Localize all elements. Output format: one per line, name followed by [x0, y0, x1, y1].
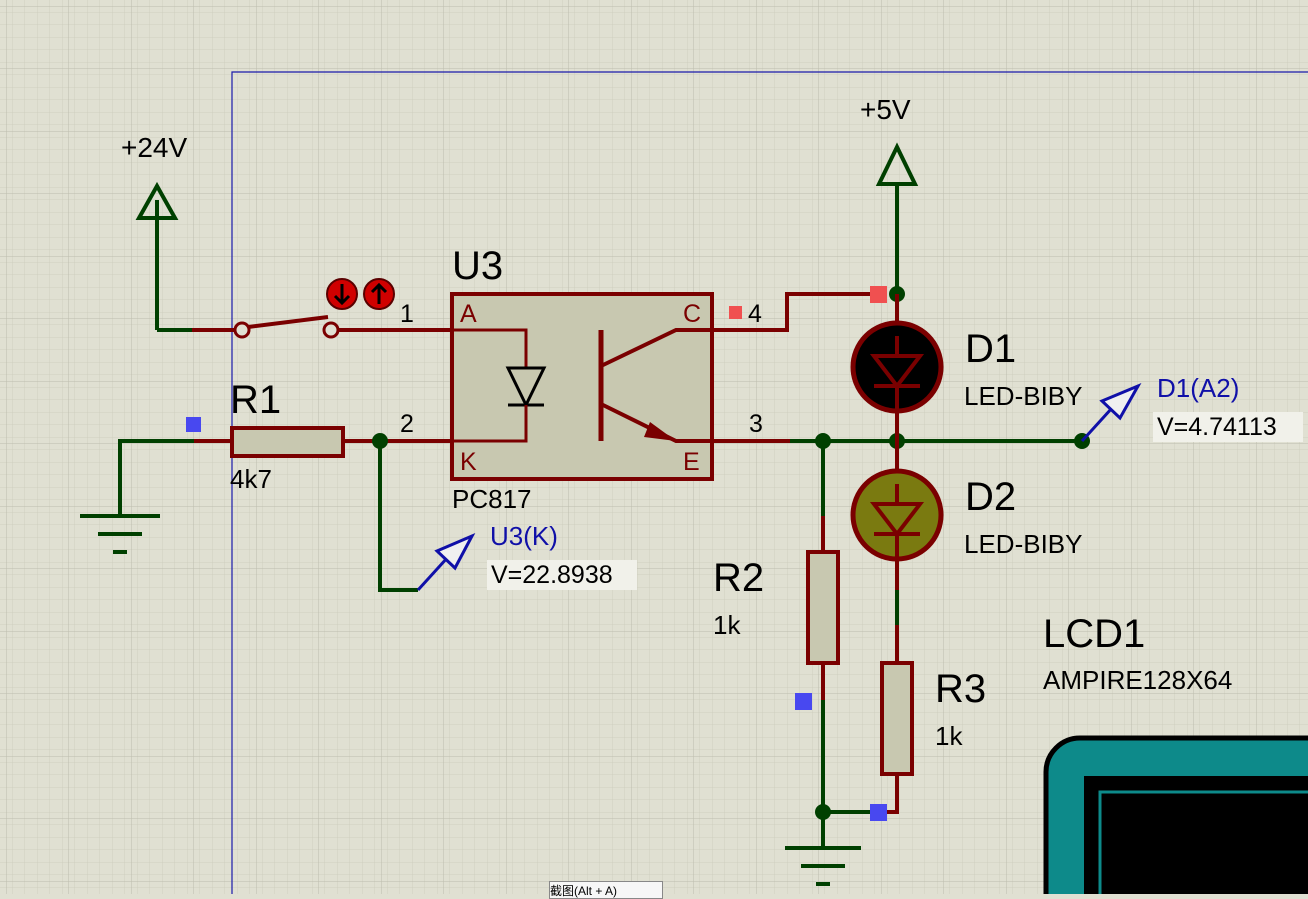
- optocoupler-u3[interactable]: [450, 292, 714, 481]
- u3-pin-e-label: E: [683, 448, 700, 476]
- pin-marker: [870, 804, 887, 821]
- switch-close-button[interactable]: [326, 278, 358, 310]
- probe-u3k-value: V=22.8938: [487, 560, 637, 590]
- lcd1-ref-label: LCD1: [1043, 612, 1146, 656]
- r3-ref-label: R3: [935, 667, 987, 711]
- lcd1-part-label: AMPIRE128X64: [1043, 665, 1233, 695]
- power-terminal-24v[interactable]: [135, 181, 179, 330]
- led-d1[interactable]: [850, 294, 944, 441]
- u3-pin-c-label: C: [683, 300, 702, 328]
- tooltip: 截图(Alt + A): [549, 881, 663, 899]
- resistor-r3[interactable]: [880, 625, 914, 814]
- r1-ref-label: R1: [230, 378, 282, 422]
- ground-left[interactable]: [80, 439, 194, 554]
- sheet-border: [231, 71, 1308, 894]
- resistor-r1[interactable]: [194, 426, 450, 458]
- pin-marker: [186, 417, 201, 432]
- ground-bottom[interactable]: [785, 846, 861, 886]
- d2-ref-label: D2: [965, 475, 1017, 519]
- u3-ref-label: U3: [452, 244, 504, 288]
- u3-part-label: PC817: [452, 484, 532, 514]
- u3-pin3-number: 3: [749, 410, 763, 438]
- pin-marker: [729, 306, 742, 319]
- probe-d1a2-name: D1(A2): [1157, 373, 1240, 403]
- wire-u3-c[interactable]: [712, 292, 872, 332]
- voltage-probe-u3k[interactable]: [416, 532, 476, 592]
- u3-pin1-number: 1: [400, 300, 414, 328]
- power-terminal-5v[interactable]: [875, 142, 919, 294]
- label-24v: +24V: [121, 132, 188, 163]
- d2-part-label: LED-BIBY: [964, 529, 1083, 559]
- resistor-r2[interactable]: [806, 516, 840, 700]
- arrow-down-icon: [333, 284, 351, 306]
- probe-d1a2-value: V=4.74113: [1153, 412, 1303, 442]
- r1-value-label: 4k7: [230, 464, 272, 494]
- u3-pin-a-label: A: [460, 300, 477, 328]
- u3-pin4-number: 4: [748, 300, 762, 328]
- led-d2[interactable]: [850, 441, 944, 590]
- r3-value-label: 1k: [935, 721, 963, 751]
- label-5v: +5V: [860, 94, 911, 125]
- voltage-probe-d1a2[interactable]: [1080, 382, 1142, 443]
- switch-open-button[interactable]: [363, 278, 395, 310]
- u3-pin-k-label: K: [460, 448, 477, 476]
- arrow-up-icon: [370, 282, 388, 304]
- pin-marker: [870, 286, 887, 303]
- u3-pin2-number: 2: [400, 410, 414, 438]
- wire-probe-u3k[interactable]: [378, 441, 418, 592]
- probe-u3k-name: U3(K): [490, 521, 558, 551]
- d1-part-label: LED-BIBY: [964, 381, 1083, 411]
- r2-value-label: 1k: [713, 610, 741, 640]
- r2-ref-label: R2: [713, 556, 765, 600]
- lcd-display-lcd1[interactable]: [1043, 735, 1308, 894]
- d1-ref-label: D1: [965, 327, 1017, 371]
- pin-marker: [795, 693, 812, 710]
- switch[interactable]: [192, 315, 450, 339]
